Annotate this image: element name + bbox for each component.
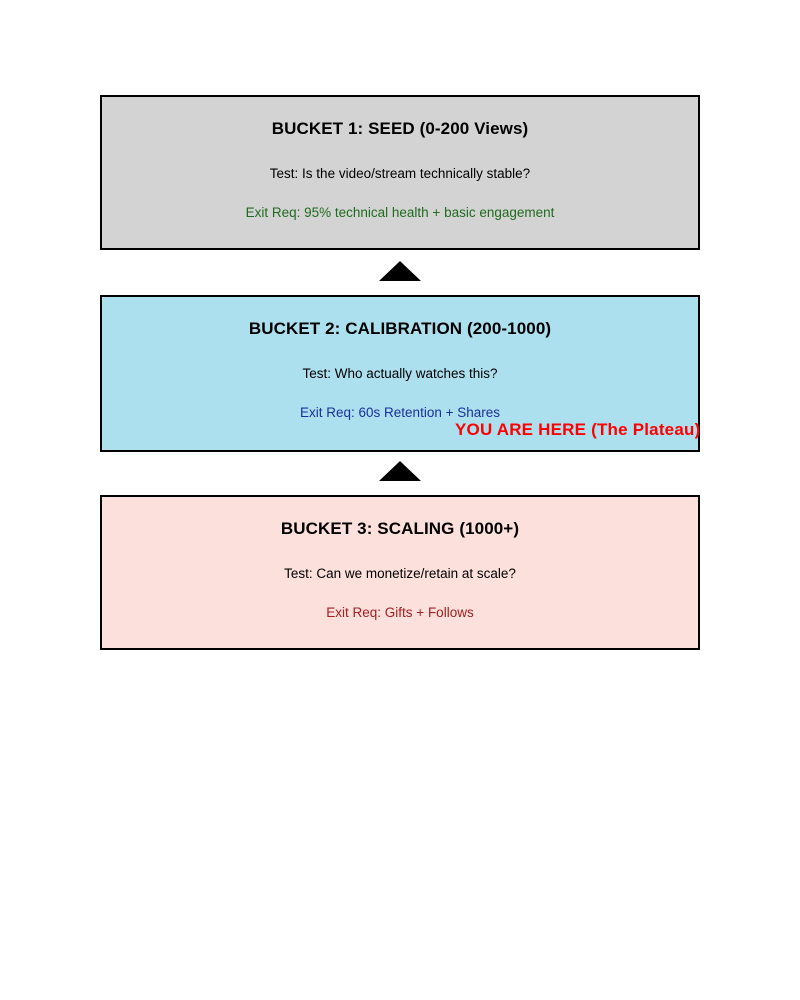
arrow-up-icon-seed-to-calibration xyxy=(379,261,421,281)
bucket-card-calibration: BUCKET 2: CALIBRATION (200-1000) Test: W… xyxy=(100,295,700,452)
bucket-exit-req-seed: Exit Req: 95% technical health + basic e… xyxy=(245,205,555,220)
bucket-title-seed: BUCKET 1: SEED (0-200 Views) xyxy=(271,119,529,138)
bucket-test-scaling: Test: Can we monetize/retain at scale? xyxy=(284,566,516,581)
bucket-test-seed: Test: Is the video/stream technically st… xyxy=(269,166,531,181)
bucket-exit-req-scaling: Exit Req: Gifts + Follows xyxy=(326,605,474,620)
bucket-title-calibration: BUCKET 2: CALIBRATION (200-1000) xyxy=(248,319,552,338)
bucket-card-seed: BUCKET 1: SEED (0-200 Views) Test: Is th… xyxy=(100,95,700,250)
bucket-card-scaling: BUCKET 3: SCALING (1000+) Test: Can we m… xyxy=(100,495,700,650)
you-are-here-callout: YOU ARE HERE (The Plateau) xyxy=(455,420,701,439)
bucket-title-scaling: BUCKET 3: SCALING (1000+) xyxy=(280,519,520,538)
bucket-exit-req-calibration: Exit Req: 60s Retention + Shares xyxy=(300,405,500,420)
bucket-test-calibration: Test: Who actually watches this? xyxy=(302,366,498,381)
arrow-up-icon-calibration-to-scaling xyxy=(379,461,421,481)
